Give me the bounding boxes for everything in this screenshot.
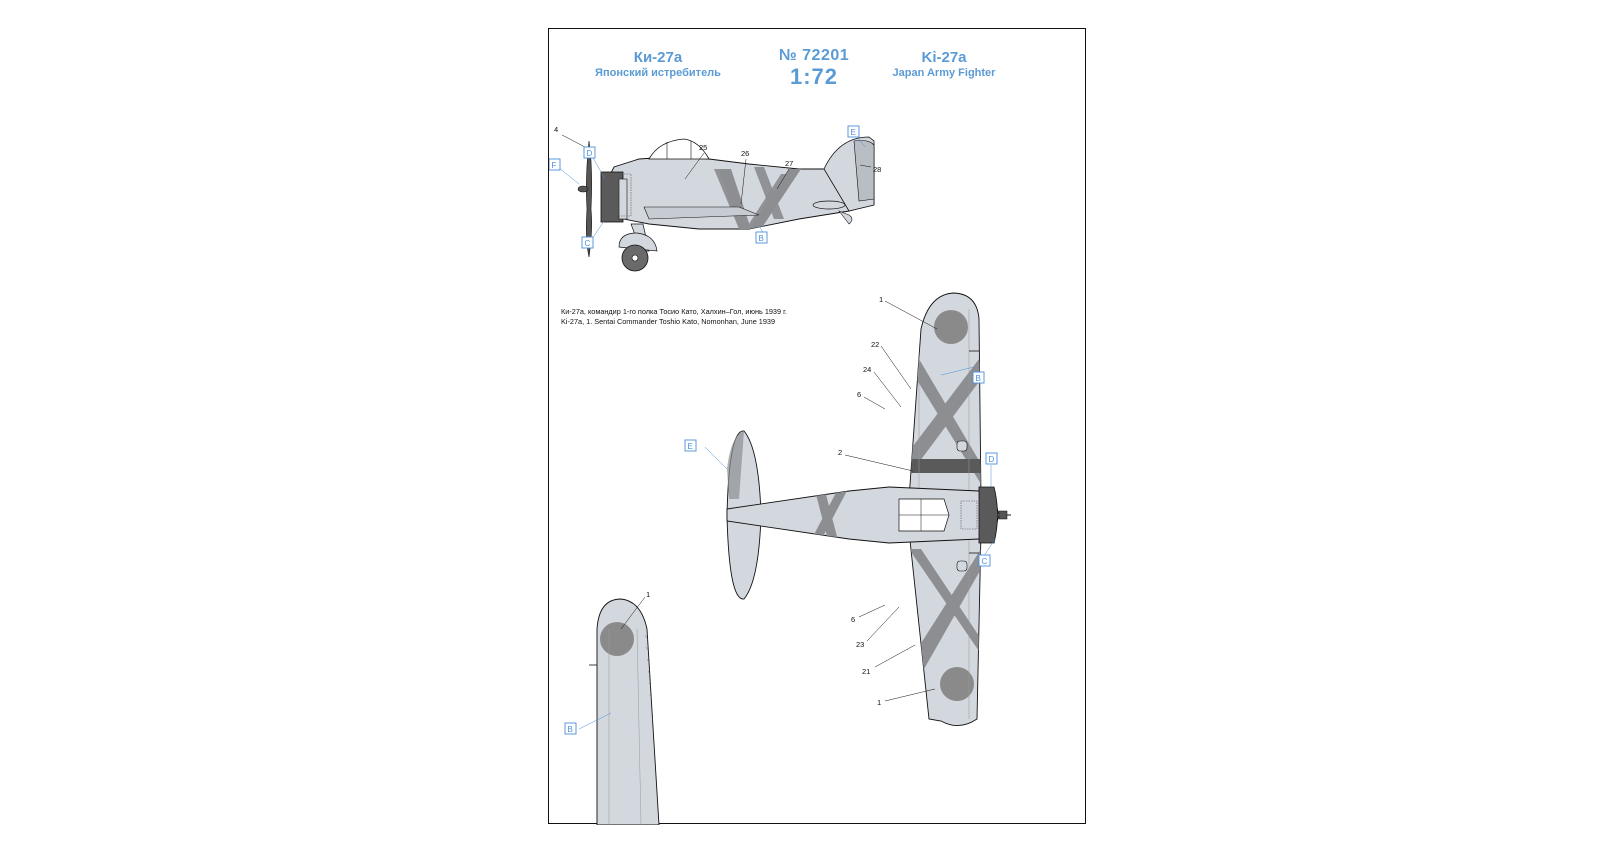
svg-text:C: C — [982, 557, 988, 566]
top-view: 1 22 24 6 2 6 23 21 1 B E D C — [684, 292, 1011, 726]
callout-6-upper: 6 — [857, 390, 861, 399]
side-view: 4 25 26 27 28 D F C B E — [549, 125, 881, 272]
caption-en: Ki-27a, 1. Sentai Commander Toshio Kato,… — [561, 317, 776, 326]
scale-label: 1:72 — [789, 64, 839, 89]
callout-C-top: C — [978, 554, 991, 567]
callout-1-top: 1 — [879, 295, 883, 304]
wing-partial — [596, 598, 660, 825]
svg-text:E: E — [851, 128, 856, 137]
callout-24: 24 — [863, 365, 871, 374]
callout-22: 22 — [871, 340, 879, 349]
left-title: Ки-27а — [633, 49, 683, 66]
callout-25: 25 — [699, 143, 707, 152]
rudder — [853, 140, 875, 202]
callout-23: 23 — [856, 640, 864, 649]
svg-text:B: B — [568, 725, 573, 734]
callout-D-top: D — [985, 452, 998, 465]
scheme-caption: Ки-27а, командир 1-го полка Тосио Като, … — [561, 307, 787, 327]
callout-6-lower: 6 — [851, 615, 855, 624]
svg-text:D: D — [989, 455, 995, 464]
callout-1-wing: 1 — [646, 590, 650, 599]
wing-walk-dark — [909, 459, 981, 473]
wing-partial-view: 1 B — [564, 590, 660, 825]
wheel-hub — [631, 254, 639, 262]
callout-B-side: B — [755, 231, 768, 244]
tail-skid — [838, 210, 853, 225]
callout-F-side: F — [549, 158, 561, 171]
callout-B-wing: B — [564, 722, 577, 735]
svg-text:C: C — [585, 239, 591, 248]
catalog-number: № 72201 — [778, 47, 850, 64]
fuselage-band-c — [754, 167, 784, 219]
spinner-top — [998, 510, 1008, 520]
callout-E-side: E — [847, 125, 860, 138]
header-left: Ки-27а Японский истребитель — [573, 49, 743, 80]
instruction-sheet: Ки-27а Японский истребитель № 72201 1:72… — [548, 28, 1086, 825]
callout-4: 4 — [554, 125, 558, 134]
callout-D-side: D — [583, 146, 596, 159]
callout-26: 26 — [741, 149, 749, 158]
caption-ru: Ки-27а, командир 1-го полка Тосио Като, … — [561, 307, 787, 316]
right-subtitle: Japan Army Fighter — [892, 67, 996, 79]
callout-2: 2 — [838, 448, 842, 457]
svg-text:B: B — [976, 374, 981, 383]
callout-C-side: C — [581, 236, 594, 249]
callout-B-top: B — [972, 371, 985, 384]
header-right: Ki-27a Japan Army Fighter — [869, 49, 1019, 80]
callout-1-bottom: 1 — [877, 698, 881, 707]
hinomaru-lower — [940, 667, 974, 701]
header-catalog: № 72201 1:72 — [759, 47, 869, 89]
callout-21: 21 — [862, 667, 870, 676]
hinomaru-upper — [934, 310, 968, 344]
aircraft-drawings: 4 25 26 27 28 D F C B E — [549, 125, 1011, 825]
cowling-top — [978, 486, 998, 544]
left-subtitle: Японский истребитель — [595, 67, 721, 79]
wing-root-side — [643, 206, 760, 220]
spinner — [577, 185, 589, 193]
hinomaru-partial — [600, 622, 634, 656]
svg-text:F: F — [552, 161, 557, 170]
right-title: Ki-27a — [921, 49, 967, 66]
svg-text:D: D — [587, 149, 593, 158]
canopy — [648, 138, 710, 160]
callout-27: 27 — [785, 159, 793, 168]
fuselage-top — [726, 486, 1000, 544]
svg-text:B: B — [759, 234, 764, 243]
tailplane-side — [812, 200, 846, 210]
callout-28: 28 — [873, 165, 881, 174]
callout-E-top: E — [684, 439, 697, 452]
svg-text:E: E — [688, 442, 693, 451]
